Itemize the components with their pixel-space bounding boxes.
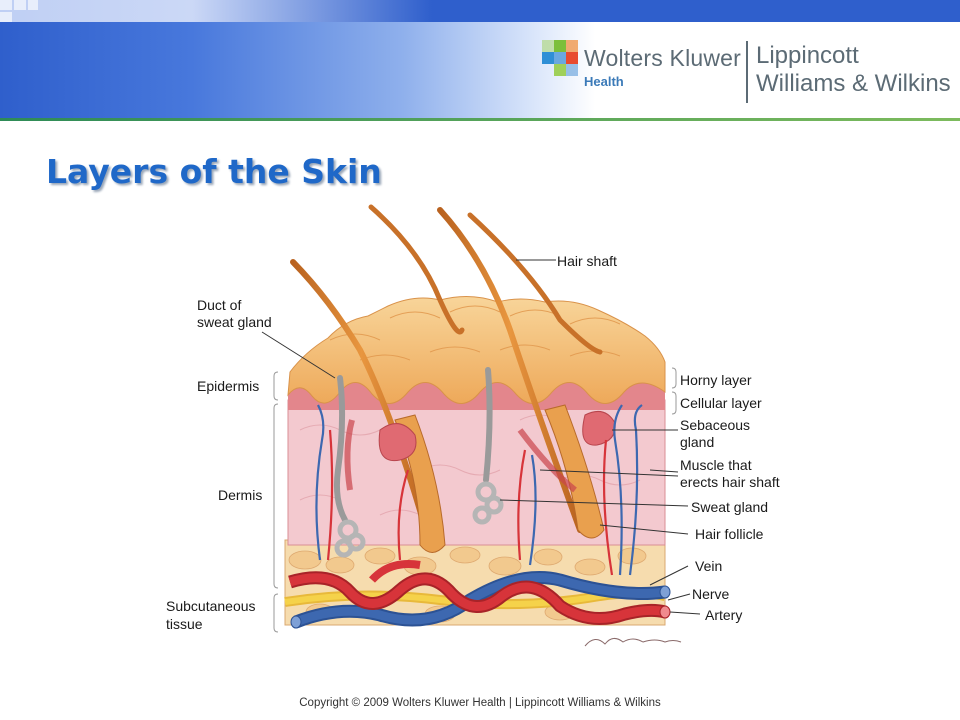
label-dermis: Dermis	[218, 487, 263, 503]
logo-divider	[746, 41, 748, 103]
label-hair-follicle: Hair follicle	[695, 526, 764, 542]
publisher-line-2: Williams & Wilkins	[756, 70, 951, 97]
label-nerve: Nerve	[692, 586, 730, 602]
publisher-logo: Wolters Kluwer Health Lippincott William…	[542, 38, 960, 108]
label-cellular-layer: Cellular layer	[680, 395, 762, 411]
slide-title: Layers of the Skin	[46, 152, 382, 191]
label-artery: Artery	[705, 607, 743, 623]
label-sweat-gland: Sweat gland	[691, 499, 769, 515]
artery	[288, 560, 671, 625]
header-top-strip	[0, 0, 960, 22]
label-duct-line-1: Duct of	[197, 297, 242, 313]
label-epidermis: Epidermis	[197, 378, 260, 394]
brand-name: Wolters Kluwer	[584, 45, 742, 71]
label-subcutaneous-line-1: Subcutaneous	[166, 598, 256, 614]
label-sebaceous-line-2: gland	[680, 434, 715, 450]
artist-signature	[584, 638, 682, 647]
label-muscle-line-1: Muscle that	[680, 457, 752, 473]
corner-squares	[0, 0, 40, 22]
leader-lines	[261, 259, 701, 615]
label-muscle-line-2: erects hair shaft	[680, 474, 780, 490]
label-sebaceous-line-1: Sebaceous	[680, 417, 751, 433]
dermal-vessels	[315, 404, 643, 576]
label-duct-line-2: sweat gland	[197, 314, 272, 330]
sweat-glands	[333, 367, 504, 558]
header-divider-line	[0, 118, 960, 121]
wolters-kluwer-logo-icon	[542, 40, 578, 76]
publisher-line-1: Lippincott	[756, 42, 859, 69]
label-vein: Vein	[695, 558, 723, 574]
brand-sub: Health	[584, 74, 624, 89]
layer-brackets	[273, 367, 677, 633]
label-hair-shaft: Hair shaft	[557, 253, 617, 269]
label-subcutaneous-line-2: tissue	[166, 616, 203, 632]
sebaceous-glands	[378, 410, 616, 462]
copyright-footer: Copyright © 2009 Wolters Kluwer Health |…	[299, 697, 661, 709]
label-horny-layer: Horny layer	[680, 372, 752, 388]
